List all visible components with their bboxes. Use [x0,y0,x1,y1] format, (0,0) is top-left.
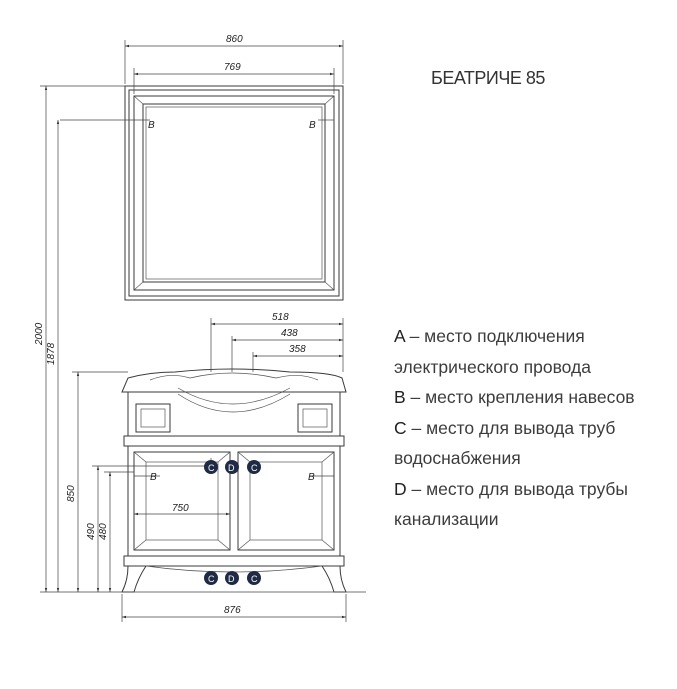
dim-490: 490 [86,523,97,540]
legend-item-c: C – место для вывода труб водоснабжения [394,417,616,469]
marker-c-bottom-left [204,571,218,585]
legend: A – место подключения электрического про… [394,321,664,535]
dim-2000: 2000 [34,322,45,346]
mirror-dimensions: 860 769 B B [60,34,344,131]
cabinet-b-right: B [308,472,315,483]
svg-text:D: D [228,574,235,584]
legend-item-b: B – место крепления навесов [394,387,635,407]
dim-1878: 1878 [46,342,57,365]
mirror-b-left: B [148,120,155,131]
mirror-b-right: B [309,120,316,131]
dim-850: 850 [66,485,77,502]
service-markers-upper: C D C [204,458,261,474]
dim-438: 438 [281,328,298,339]
marker-d-upper [225,460,239,474]
svg-text:C: C [208,463,215,473]
legend-item-a: A – место подключения электрического про… [394,326,591,377]
svg-text:C: C [251,463,258,473]
svg-text:D: D [228,463,235,473]
product-title: БЕАТРИЧЕ 85 [431,68,545,88]
dim-480: 480 [98,523,109,540]
dim-358: 358 [289,344,306,355]
dim-876: 876 [224,605,241,616]
cabinet-dimensions: 518 438 358 750 876 B B [121,312,347,622]
dim-769: 769 [224,62,241,73]
marker-c-bottom-right [247,571,261,585]
service-markers-lower: C D C [204,571,261,585]
legend-item-d: D – место для вывода трубы канализации [394,478,629,530]
marker-c-right [247,460,261,474]
dim-750: 750 [172,503,189,514]
cabinet-b-left: B [150,472,157,483]
marker-c-left [204,460,218,474]
mirror [124,85,344,301]
marker-d-bottom [225,571,239,585]
dim-860: 860 [226,34,243,45]
dim-518: 518 [272,312,289,323]
height-dimensions: 2000 1878 850 490 480 [34,85,366,593]
svg-text:C: C [251,574,258,584]
svg-text:C: C [208,574,215,584]
